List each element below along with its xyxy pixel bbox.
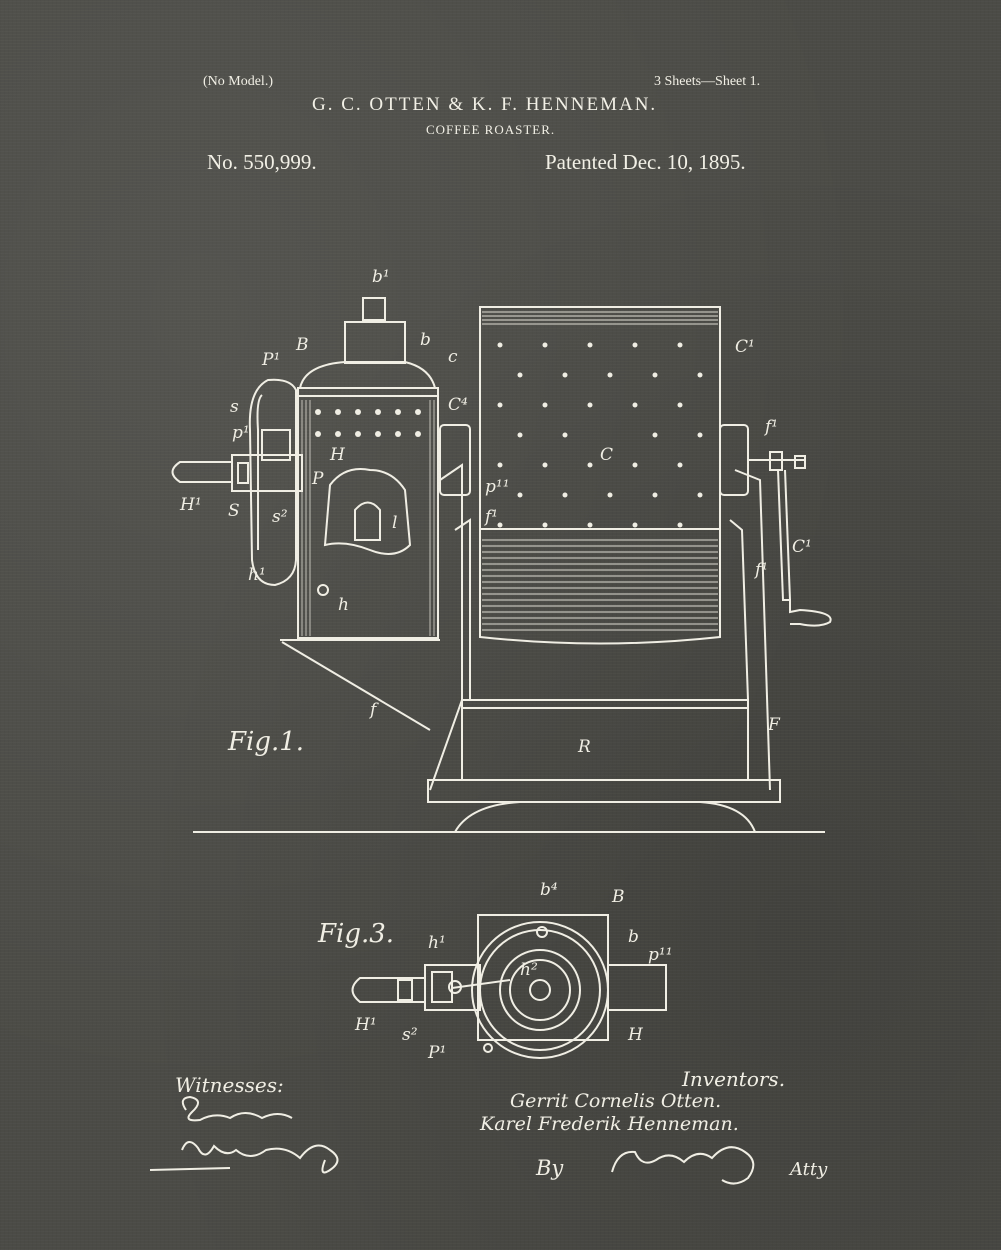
fig3-label-B: B bbox=[611, 887, 625, 907]
fig3-drawing: Fig.3. b⁴ B h¹ b p¹¹ h² H¹ s² P¹ H bbox=[317, 880, 673, 1063]
label-P1: P¹ bbox=[261, 350, 280, 370]
label-l: l bbox=[392, 513, 397, 533]
fig1-reference-labels: Fig.1. b¹ P¹ B b c C¹ C⁴ s p¹ H C f¹ H¹ … bbox=[179, 267, 812, 757]
label-F: F bbox=[767, 715, 781, 735]
fig3-label: Fig.3. bbox=[317, 919, 394, 949]
fig3-label-b4: b⁴ bbox=[540, 880, 558, 900]
inventors-names: G. C. OTTEN & K. F. HENNEMAN. bbox=[312, 94, 658, 115]
fig3-label-h1: h¹ bbox=[428, 933, 446, 953]
label-C1-top: C¹ bbox=[735, 337, 755, 357]
fig3-label-s2: s² bbox=[402, 1025, 418, 1045]
inventors-label: Inventors. bbox=[681, 1067, 785, 1091]
label-h1: h¹ bbox=[248, 565, 266, 585]
fig3-label-h2: h² bbox=[520, 960, 538, 980]
fig3-label-H: H bbox=[627, 1025, 644, 1045]
label-H: H bbox=[329, 445, 346, 465]
patent-date: Patented Dec. 10, 1895. bbox=[545, 150, 746, 174]
label-C4: C⁴ bbox=[448, 395, 468, 415]
fig1-drawing: Fig.1. b¹ P¹ B b c C¹ C⁴ s p¹ H C f¹ H¹ … bbox=[171, 267, 832, 833]
label-C1-side: C¹ bbox=[792, 537, 812, 557]
label-f1-mid: f¹ bbox=[483, 507, 498, 527]
label-s: s bbox=[230, 397, 239, 417]
label-h: h bbox=[338, 595, 349, 615]
fig3-label-p11: p¹¹ bbox=[648, 945, 673, 965]
patent-title: COFFEE ROASTER. bbox=[426, 122, 556, 137]
roaster-frame bbox=[427, 424, 781, 833]
witness-signatures bbox=[149, 1095, 339, 1174]
crank-handle bbox=[748, 451, 832, 627]
inventor-1-name: Gerrit Cornelis Otten. bbox=[510, 1090, 721, 1112]
label-b: b bbox=[420, 330, 431, 350]
label-s2: s² bbox=[272, 507, 288, 527]
label-C-center: C bbox=[600, 445, 613, 465]
sheets-note: 3 Sheets—Sheet 1. bbox=[654, 74, 761, 89]
label-p1: p¹ bbox=[232, 423, 250, 443]
inventor-2-name: Karel Frederik Henneman. bbox=[479, 1113, 739, 1135]
patent-number: No. 550,999. bbox=[207, 150, 317, 174]
atty-label: Atty bbox=[788, 1159, 828, 1180]
footer-text: Witnesses: Inventors. Gerrit Cornelis Ot… bbox=[175, 1067, 828, 1180]
label-f1-top: f¹ bbox=[763, 417, 778, 437]
label-S: S bbox=[228, 501, 240, 521]
no-model-note: (No Model.) bbox=[203, 74, 273, 89]
roaster-drum bbox=[479, 306, 721, 645]
fig1-label: Fig.1. bbox=[227, 727, 304, 757]
label-f: f bbox=[368, 700, 379, 720]
label-b1: b¹ bbox=[372, 267, 390, 287]
fig3-label-b: b bbox=[628, 927, 639, 947]
attorney-signature bbox=[611, 1146, 755, 1185]
heater-unit bbox=[171, 297, 440, 731]
fig3-label-H1: H¹ bbox=[354, 1015, 377, 1035]
label-H1: H¹ bbox=[179, 495, 202, 515]
by-label: By bbox=[535, 1156, 564, 1180]
witnesses-label: Witnesses: bbox=[175, 1073, 284, 1097]
fig3-reference-labels: Fig.3. b⁴ B h¹ b p¹¹ h² H¹ s² P¹ H bbox=[317, 880, 673, 1063]
label-f1-low: f¹ bbox=[753, 560, 768, 580]
label-c: c bbox=[448, 347, 458, 367]
label-R: R bbox=[577, 737, 591, 757]
label-B: B bbox=[295, 335, 309, 355]
label-P: P bbox=[311, 469, 324, 489]
label-p11: p¹¹ bbox=[485, 477, 510, 497]
fig3-label-P1: P¹ bbox=[427, 1043, 446, 1063]
